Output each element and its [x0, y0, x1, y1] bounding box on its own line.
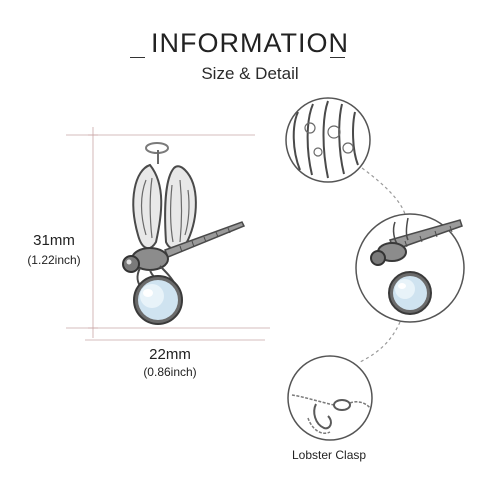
height-mm-label: 31mm — [33, 232, 75, 249]
dragonfly-pendant — [122, 142, 246, 325]
width-mm-label: 22mm — [149, 346, 191, 363]
detail-connectors — [359, 167, 406, 363]
info-title: INFORMATION — [151, 28, 349, 58]
title-rule-right — [330, 57, 345, 59]
dragonfly-head — [122, 255, 140, 273]
detail-circle-clasp — [287, 355, 373, 441]
detail-circle-body — [355, 213, 465, 323]
wing-rear — [132, 163, 163, 250]
dimension-ticks — [88, 134, 98, 329]
wing-front — [164, 165, 197, 251]
lobster-clasp-caption: Lobster Clasp — [292, 448, 367, 462]
width-inch-label: (0.86inch) — [143, 365, 197, 379]
detail-circle-wings — [285, 97, 371, 183]
info-subtitle: Size & Detail — [201, 64, 299, 83]
title-rule-left — [130, 57, 145, 59]
height-inch-label: (1.22inch) — [27, 253, 81, 267]
